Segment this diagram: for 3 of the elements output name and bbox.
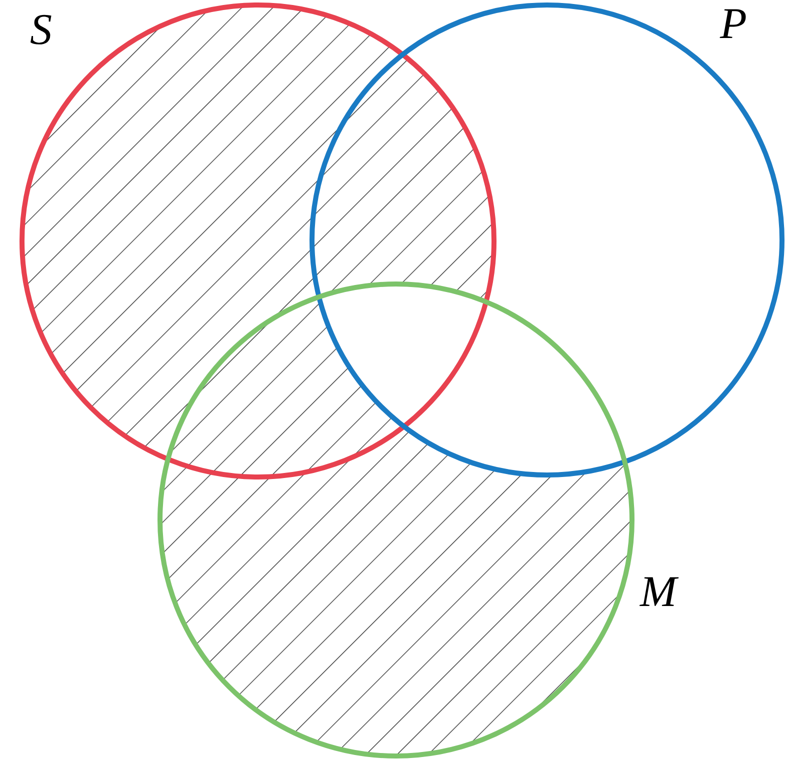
set-label: M bbox=[640, 570, 677, 614]
set-label: P bbox=[720, 2, 747, 46]
set-label: S bbox=[30, 8, 52, 52]
